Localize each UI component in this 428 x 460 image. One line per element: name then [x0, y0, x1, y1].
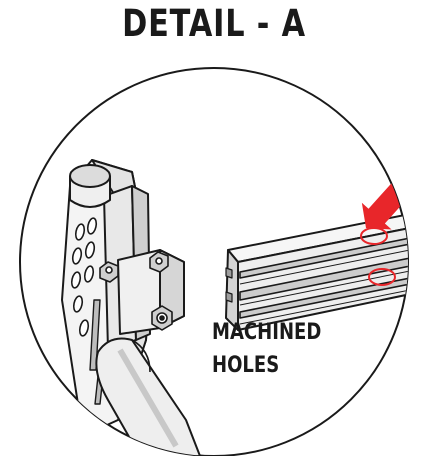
detail-title: DETAIL - A — [122, 2, 306, 45]
callout-line-2: HOLES — [212, 353, 280, 378]
machined-hole-lower — [368, 268, 396, 286]
callout-line-1: MACHINED — [212, 320, 322, 345]
leg-bracket — [61, 159, 201, 456]
aluminum-extrusion — [225, 211, 408, 331]
machined-holes-callout: MACHINED HOLES — [212, 316, 335, 382]
